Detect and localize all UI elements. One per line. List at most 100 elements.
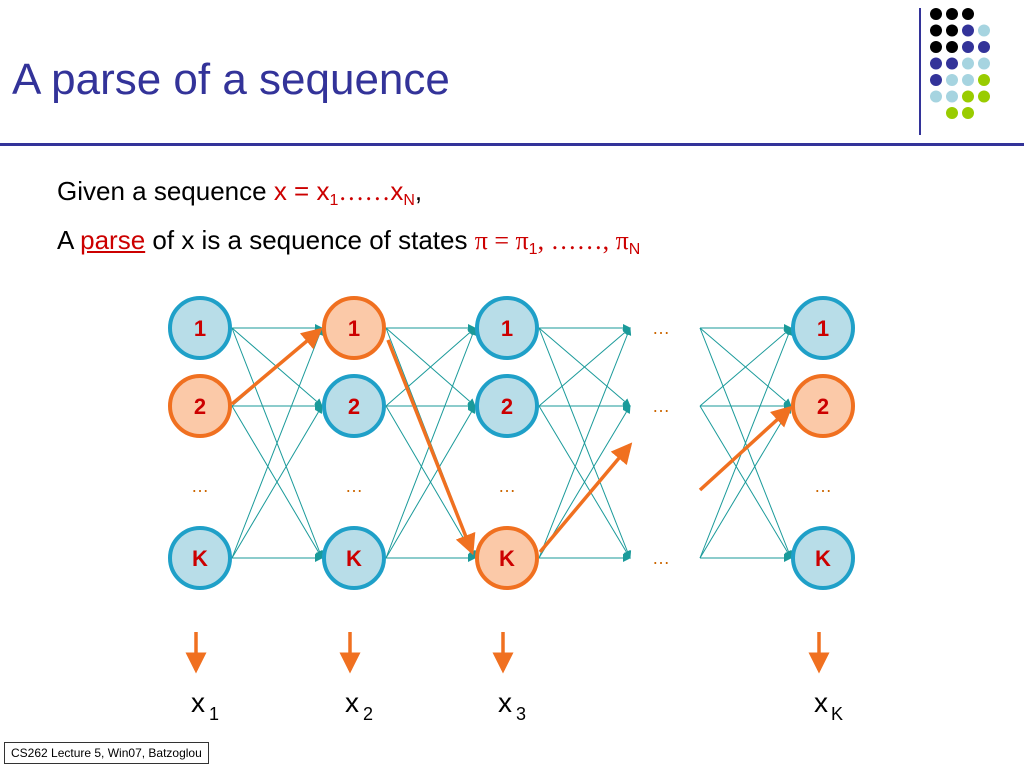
state-ellipsis: … — [814, 476, 832, 496]
state-node — [168, 296, 232, 360]
state-label: 2 — [817, 394, 829, 419]
emission-label: x — [498, 687, 512, 718]
line2-lead: A — [57, 225, 81, 255]
definition-parse: A parse of x is a sequence of states π =… — [57, 225, 640, 259]
transition-edge — [538, 327, 631, 407]
decorative-dot — [962, 24, 974, 37]
parse-term: parse — [80, 225, 146, 255]
seq-x1: x — [316, 176, 330, 206]
decorative-dot — [978, 74, 990, 86]
line1-lead: Given a sequence — [57, 176, 274, 206]
state-node — [475, 296, 539, 360]
state-label: 1 — [817, 316, 829, 341]
decorative-dot — [946, 74, 958, 86]
state-node — [322, 296, 386, 360]
state-node — [322, 374, 386, 438]
state-label: 1 — [194, 316, 206, 341]
state-label: 1 — [348, 316, 360, 341]
state-label: 2 — [348, 394, 360, 419]
transition-edge — [699, 405, 792, 559]
decorative-dot — [946, 24, 958, 37]
emission-subscript: 3 — [516, 704, 526, 724]
decorative-dot — [962, 74, 974, 86]
state-node — [791, 374, 855, 438]
state-label: 2 — [501, 394, 513, 419]
state-node — [791, 526, 855, 590]
pi-1-sub: 1 — [528, 241, 538, 258]
decorative-dot — [962, 8, 974, 20]
state-label: K — [499, 546, 515, 571]
decorative-dot — [946, 41, 958, 53]
pi-eq: = — [487, 226, 516, 255]
state-label: K — [815, 546, 831, 571]
parse-path-arrow — [230, 327, 323, 406]
seq-dots: …… — [338, 177, 391, 206]
emission-subscript: 1 — [209, 704, 219, 724]
decorative-dot — [930, 41, 942, 53]
state-node — [322, 526, 386, 590]
emission-subscript: 2 — [363, 704, 373, 724]
decorative-dot — [930, 90, 942, 103]
decorative-dot — [962, 107, 974, 119]
slide-title: A parse of a sequence — [12, 55, 450, 104]
transition-edge — [231, 327, 324, 559]
state-ellipsis: … — [652, 318, 670, 338]
pi-sep: , ……, — [537, 226, 616, 255]
state-node — [791, 296, 855, 360]
state-node — [168, 526, 232, 590]
state-ellipsis: … — [498, 476, 516, 496]
pi-var: π — [474, 226, 488, 255]
state-node — [168, 374, 232, 438]
decorative-dot — [930, 57, 942, 70]
seq-var: x — [273, 176, 287, 206]
pi-N: π — [615, 226, 629, 255]
transition-edge — [699, 327, 793, 559]
title-vertical-divider — [919, 8, 921, 135]
decorative-dot — [946, 57, 958, 70]
emission-subscript: K — [831, 704, 843, 724]
decorative-dot — [946, 90, 958, 103]
transition-edge — [699, 327, 792, 407]
state-label: K — [192, 546, 208, 571]
pi-1: π — [515, 226, 529, 255]
transition-edge — [231, 405, 323, 559]
footer-credit: CS262 Lecture 5, Win07, Batzoglou — [4, 742, 209, 764]
parse-path-arrow — [698, 405, 793, 492]
decorative-dot — [978, 24, 990, 37]
decorative-dot-grid — [930, 8, 990, 119]
transition-edge — [538, 327, 632, 559]
seq-trail: , — [414, 176, 423, 206]
parse-path-arrow — [538, 442, 633, 554]
state-label: 2 — [194, 394, 206, 419]
decorative-dot — [962, 57, 974, 70]
decorative-dot — [946, 107, 958, 119]
state-node — [475, 526, 539, 590]
emission-label: x — [345, 687, 359, 718]
decorative-dot — [930, 8, 942, 20]
seq-xN: x — [390, 176, 404, 206]
state-ellipsis: … — [652, 548, 670, 568]
decorative-dot — [930, 74, 942, 86]
parse-path-arrow — [386, 339, 476, 556]
decorative-dot — [946, 8, 958, 20]
state-ellipsis: … — [191, 476, 209, 496]
seq-x1-sub: 1 — [329, 192, 339, 209]
emission-label: x — [191, 687, 205, 718]
decorative-dot — [978, 57, 990, 70]
seq-eq: = — [286, 176, 317, 206]
title-underline-rule — [0, 143, 1024, 146]
decorative-dot — [978, 90, 990, 103]
decorative-dot — [962, 41, 974, 53]
definition-sequence: Given a sequence x = x1……xN, — [57, 176, 422, 210]
decorative-dot — [978, 41, 990, 53]
emission-label: x — [814, 687, 828, 718]
pi-N-sub: N — [628, 241, 641, 258]
line2-mid: of x is a sequence of states — [145, 225, 475, 255]
state-label: K — [346, 546, 362, 571]
state-label: 1 — [501, 316, 513, 341]
state-ellipsis: … — [652, 396, 670, 416]
transition-edge — [385, 405, 476, 559]
transition-edge — [385, 327, 476, 407]
decorative-dot — [930, 24, 942, 37]
